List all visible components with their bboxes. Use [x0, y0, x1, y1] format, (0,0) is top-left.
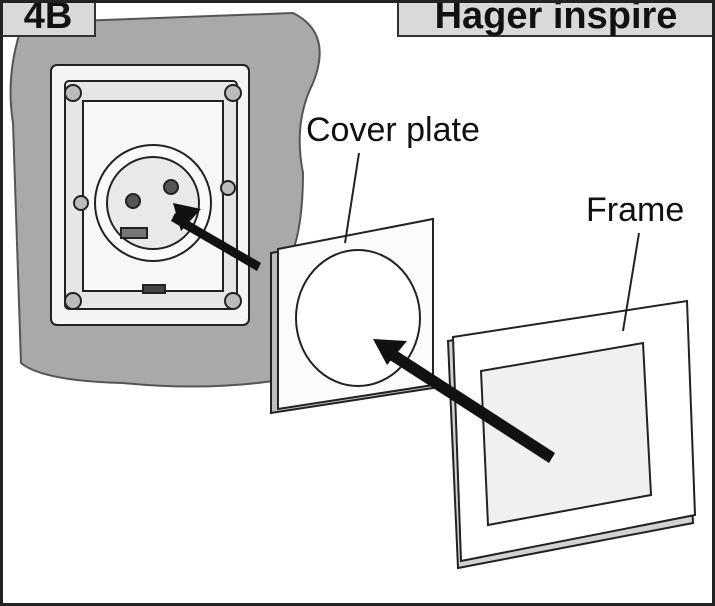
cover-plate [270, 217, 434, 415]
frame [446, 299, 697, 570]
arrow-socket [171, 203, 261, 271]
frame-leader [622, 232, 640, 332]
cover-plate-leader [344, 152, 360, 244]
step-number: 4B [23, 0, 73, 37]
assembly-illustration [9, 11, 697, 570]
step-badge: 4B [3, 0, 96, 37]
cover-plate-label: Cover plate [306, 111, 480, 149]
brand-name: Hager inspire [434, 0, 678, 37]
brand-badge: Hager inspire [397, 0, 712, 37]
socket-base [50, 64, 250, 326]
arrow-cover-plate [373, 339, 555, 463]
frame-label: Frame [586, 191, 685, 229]
